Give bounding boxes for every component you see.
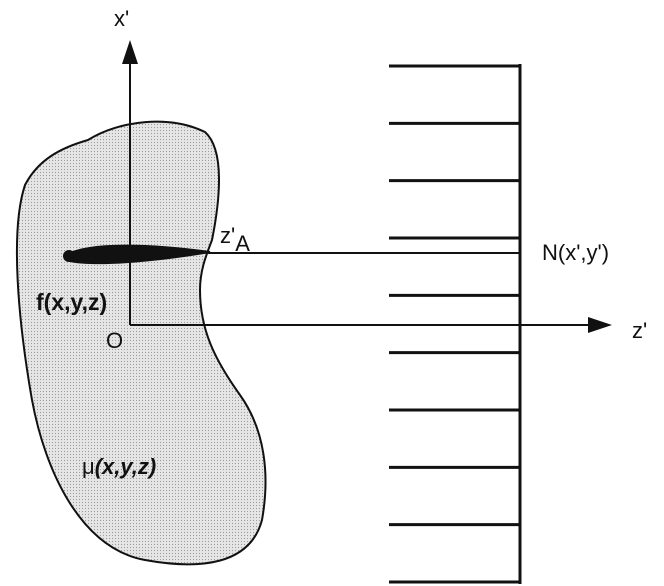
- z-axis-label: z': [632, 318, 647, 343]
- source-function-label: f(x,y,z): [36, 289, 107, 315]
- origin-label: O: [106, 328, 123, 353]
- attenuation-label: μ(x,y,z): [82, 454, 156, 479]
- x-axis-label: x': [114, 6, 129, 31]
- source-blob-head: [63, 250, 75, 262]
- projection-label: N(x',y'): [542, 240, 609, 265]
- z-a-label: z'A: [220, 223, 250, 256]
- x-axis-arrowhead: [122, 40, 138, 64]
- collimator-fins: [389, 64, 520, 584]
- z-axis-arrowhead: [588, 317, 612, 333]
- object-body: [15, 120, 267, 566]
